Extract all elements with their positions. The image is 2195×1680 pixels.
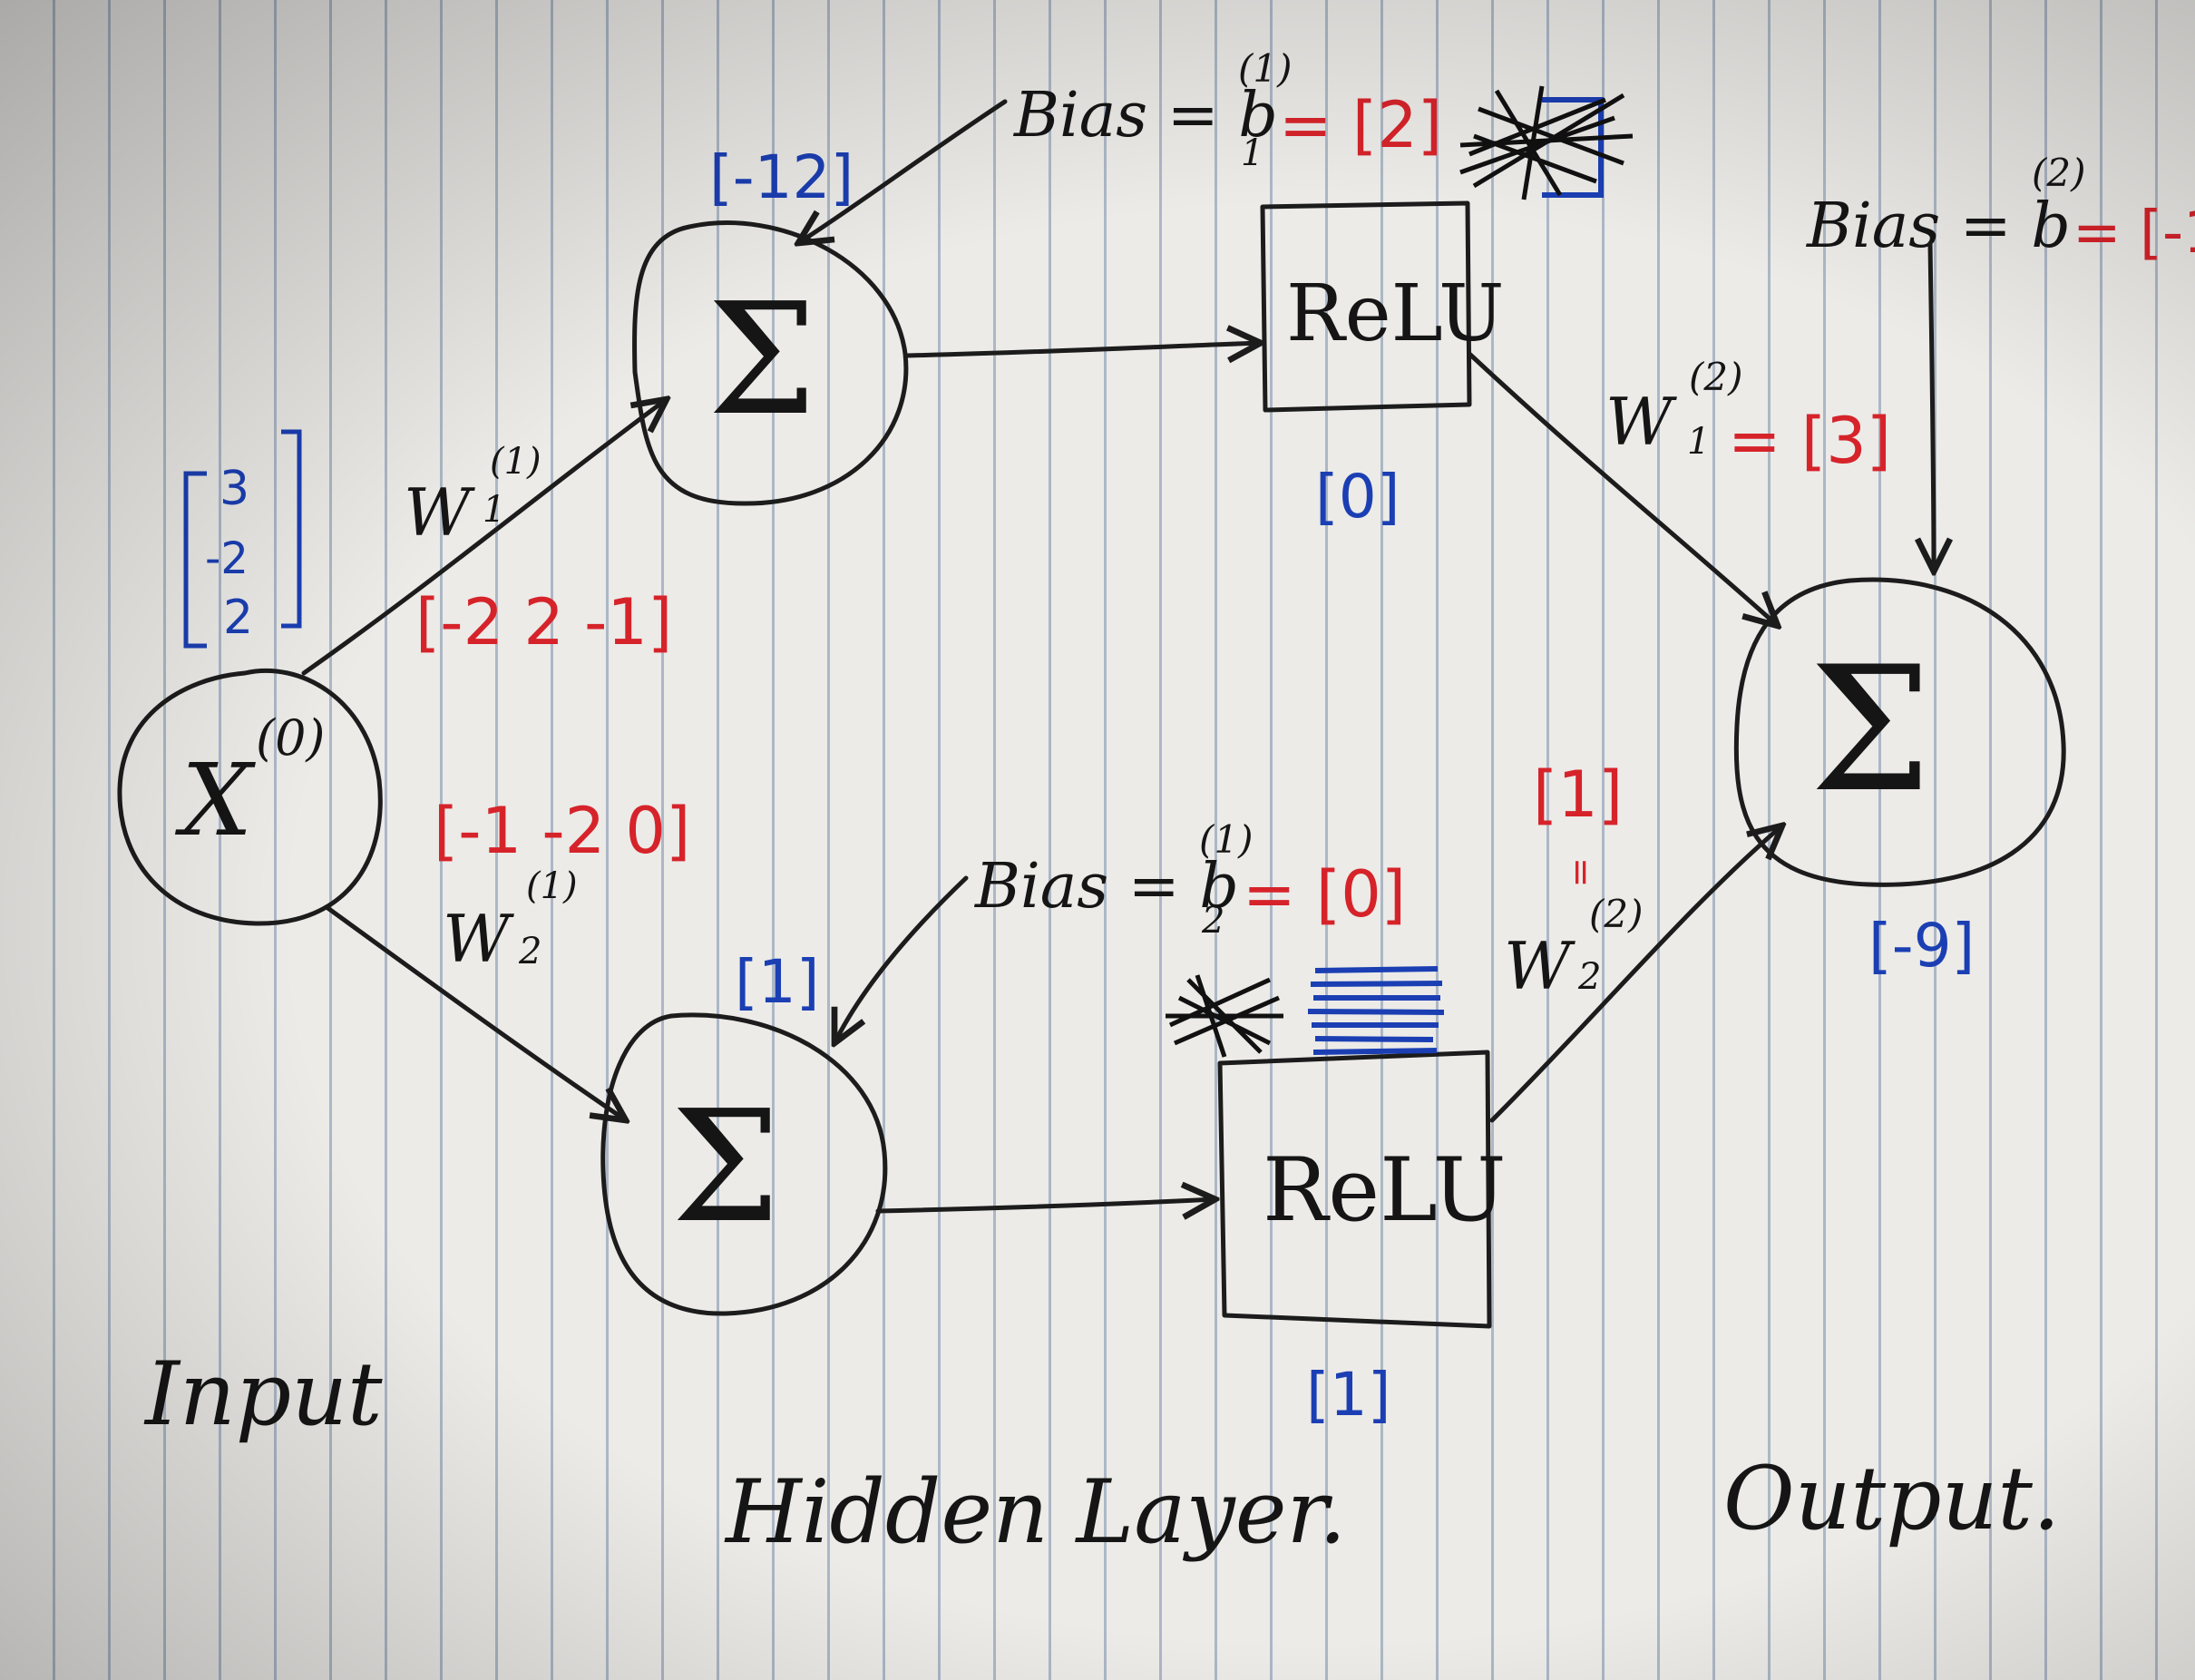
input-vector-value-2: -2 bbox=[205, 533, 249, 584]
output-node-sigma: Σ bbox=[1810, 630, 1931, 830]
relu-1-box: ReLU bbox=[1260, 200, 1505, 413]
caption-hidden-layer: Hidden Layer. bbox=[724, 1461, 1346, 1563]
hidden-neuron-2-bias: Bias = b (1) 2 = [0] bbox=[834, 817, 1406, 1043]
hidden-neuron-1-sigma: Σ bbox=[707, 270, 816, 450]
input-node-label: X bbox=[174, 742, 256, 858]
output-bias-sup: (2) bbox=[2032, 151, 2086, 195]
arrow-relu1-to-output bbox=[1467, 351, 1778, 626]
relu-1-output-value: [0] bbox=[1315, 462, 1400, 532]
bias-1-sub: 1 bbox=[1241, 132, 1263, 174]
input-node: X (0) bbox=[117, 668, 383, 926]
arrow-relu2-to-output bbox=[1489, 825, 1782, 1123]
arrow-input-to-neuron-2 bbox=[324, 904, 626, 1120]
weight-w2-l2-sub: 2 bbox=[1577, 956, 1601, 998]
relu-2-output-value: [1] bbox=[1306, 1360, 1391, 1430]
weight-w1-label: W bbox=[404, 474, 475, 551]
arrow-input-to-neuron-1 bbox=[301, 399, 667, 676]
arrow-sum1-to-relu1 bbox=[904, 343, 1261, 356]
bias-2-value: = [0] bbox=[1243, 857, 1406, 932]
input-node-superscript: (0) bbox=[256, 709, 326, 767]
hidden-neuron-1-bias: Bias = b (1) 1 = [2] bbox=[798, 46, 1442, 243]
caption-input: Input bbox=[143, 1343, 383, 1445]
relu-2-label: ReLU bbox=[1263, 1139, 1507, 1241]
weight-w1-l2-sup: (2) bbox=[1689, 355, 1743, 399]
output-node-sum: Σ bbox=[1733, 577, 2066, 887]
weight-w2-sub: 2 bbox=[518, 931, 541, 972]
weight-w2-layer1: [-1 -2 0] W (1) 2 bbox=[434, 794, 690, 977]
weight-w1-sup: (1) bbox=[490, 441, 541, 483]
relu-2-box: ReLU bbox=[1217, 1050, 1507, 1329]
hidden-neuron-2-sum: Σ bbox=[600, 1012, 888, 1316]
crossed-out-scribble-2 bbox=[1166, 966, 1445, 1058]
output-bias-text: Bias = b bbox=[1805, 190, 2071, 262]
bias-2-sup: (1) bbox=[1199, 817, 1254, 862]
bias-1-sup: (1) bbox=[1238, 46, 1293, 91]
bias-1-text: Bias = b bbox=[1012, 80, 1278, 151]
bias-2-sub: 2 bbox=[1201, 900, 1224, 942]
output-node-sum-value: [-9] bbox=[1868, 911, 1975, 981]
weight-w2-l2-label: W bbox=[1504, 928, 1576, 1004]
weight-w2-l2-sup: (2) bbox=[1589, 892, 1644, 936]
weight-w1-values: [-2 2 -1] bbox=[415, 585, 672, 659]
input-vector: 3 -2 2 bbox=[183, 429, 302, 649]
weight-w1-layer2: W (2) 1 = [3] bbox=[1605, 355, 1891, 478]
weight-w1-l2-label: W bbox=[1605, 384, 1677, 460]
arrow-sum2-to-relu2 bbox=[875, 1199, 1215, 1211]
caption-output: Output. bbox=[1723, 1448, 2060, 1549]
bias-1-value: = [2] bbox=[1279, 88, 1442, 162]
weight-w1-layer1: W (1) 1 [-2 2 -1] bbox=[404, 441, 672, 659]
weight-w2-layer2: [1] = W (2) 2 bbox=[1504, 757, 1644, 1004]
weight-w1-l2-value: = [3] bbox=[1728, 404, 1891, 478]
hidden-neuron-2-sigma: Σ bbox=[671, 1078, 780, 1257]
weight-w2-values: [-1 -2 0] bbox=[434, 794, 690, 868]
relu-1-label: ReLU bbox=[1286, 269, 1505, 359]
output-bias-value: = [-10] bbox=[2073, 200, 2195, 267]
hidden-neuron-2-sum-value: [1] bbox=[735, 947, 820, 1017]
weight-w2-l2-value: [1] bbox=[1533, 757, 1623, 832]
input-vector-value-1: 3 bbox=[220, 462, 249, 516]
input-vector-value-3: 2 bbox=[223, 591, 253, 645]
weight-w2-label: W bbox=[443, 901, 514, 977]
hidden-neuron-1-sum: Σ bbox=[632, 220, 909, 506]
output-bias: Bias = b (2) = [-10] bbox=[1805, 151, 2195, 571]
weight-w2-l2-equals: = bbox=[1560, 857, 1602, 888]
weight-w1-l2-sub: 1 bbox=[1687, 421, 1710, 463]
bias-2-text: Bias = b bbox=[973, 851, 1239, 923]
crossed-out-scribble-1 bbox=[1459, 85, 1634, 200]
hidden-neuron-1-sum-value: [-12] bbox=[709, 142, 854, 212]
weight-w2-sup: (1) bbox=[526, 865, 578, 907]
